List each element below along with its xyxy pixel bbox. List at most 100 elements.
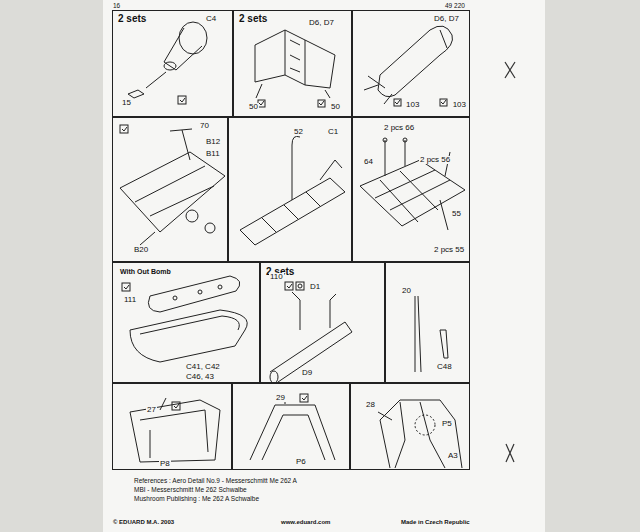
part-number: C1 bbox=[327, 128, 339, 136]
line-art bbox=[440, 99, 447, 106]
part-number: 52 bbox=[293, 128, 304, 136]
sheet-note: www.eduard.com bbox=[280, 519, 331, 525]
part-number: With Out Bomb bbox=[119, 268, 172, 275]
line-art bbox=[205, 223, 215, 233]
line-art bbox=[380, 400, 462, 468]
part-number: D1 bbox=[309, 283, 321, 291]
line-art bbox=[140, 316, 239, 334]
part-number: 110 bbox=[269, 273, 284, 281]
line-art bbox=[172, 402, 180, 410]
line-art bbox=[146, 72, 166, 88]
instruction-panel: 2 setsD6, D75050 bbox=[233, 10, 352, 117]
line-art bbox=[285, 30, 305, 85]
line-art bbox=[218, 285, 222, 289]
line-art bbox=[318, 100, 325, 107]
part-number: 27 bbox=[146, 406, 157, 414]
part-number: 64 bbox=[363, 158, 374, 166]
part-number: 29 bbox=[275, 394, 286, 402]
line-art bbox=[440, 330, 448, 358]
part-number: B20 bbox=[133, 246, 149, 254]
line-art bbox=[320, 160, 342, 180]
part-number: D6, D7 bbox=[433, 15, 460, 23]
part-number: P8 bbox=[159, 460, 171, 468]
part-number: A3 bbox=[447, 452, 459, 460]
line-art bbox=[164, 28, 202, 70]
line-art bbox=[287, 284, 292, 288]
sheet-note: 49 220 bbox=[444, 3, 466, 10]
part-number: 70 bbox=[199, 122, 210, 130]
line-art bbox=[415, 296, 421, 372]
sheet-note: 16 bbox=[112, 3, 121, 10]
line-art bbox=[394, 99, 401, 106]
line-art bbox=[395, 100, 400, 104]
part-number: 15 bbox=[121, 99, 132, 107]
line-art bbox=[178, 96, 186, 104]
instruction-panel: 2 sets C4 15 bbox=[112, 10, 233, 117]
line-art bbox=[285, 282, 293, 290]
instruction-panel: 29P6 bbox=[232, 383, 350, 470]
part-number: 103 bbox=[405, 101, 420, 109]
part-number: 111 bbox=[123, 296, 137, 304]
line-art bbox=[385, 140, 450, 230]
line-art bbox=[160, 398, 166, 410]
line-art bbox=[395, 402, 445, 468]
line-art bbox=[135, 166, 214, 216]
line-art bbox=[360, 160, 465, 226]
instruction-panel: With Out Bomb111C41, C42C46, 43 bbox=[112, 262, 260, 383]
instruction-panel: 28P5A3 bbox=[350, 383, 470, 470]
line-art bbox=[505, 62, 515, 78]
instruction-panel: 27P8 bbox=[112, 383, 232, 470]
line-art bbox=[375, 170, 450, 222]
line-art bbox=[270, 322, 352, 382]
line-art bbox=[300, 394, 308, 402]
line-art bbox=[122, 127, 127, 131]
line-art bbox=[148, 276, 239, 312]
line-art bbox=[170, 129, 192, 160]
line-art bbox=[250, 405, 335, 460]
instruction-panel: D6, D7103103 bbox=[352, 10, 470, 117]
line-art bbox=[258, 100, 265, 107]
part-number: D6, D7 bbox=[308, 19, 335, 27]
line-art bbox=[378, 412, 392, 420]
instruction-panel: 20C48 bbox=[385, 262, 470, 383]
sheet-note: Mushroom Publishing : Me 262 A Schwalbe bbox=[133, 496, 260, 503]
part-number: C48 bbox=[436, 363, 453, 371]
line-art bbox=[506, 444, 514, 462]
line-art bbox=[186, 210, 198, 222]
part-number: 28 bbox=[365, 401, 376, 409]
line-art bbox=[319, 101, 324, 105]
line-art bbox=[383, 138, 387, 142]
line-art bbox=[505, 62, 515, 462]
line-art bbox=[364, 76, 392, 104]
part-number: 2 pcs 66 bbox=[383, 124, 415, 132]
line-art bbox=[179, 22, 207, 54]
line-art bbox=[140, 232, 155, 245]
part-number: B12 bbox=[205, 138, 221, 146]
line-art bbox=[130, 400, 220, 462]
line-art bbox=[378, 26, 453, 97]
line-art bbox=[440, 30, 447, 48]
line-art bbox=[305, 40, 335, 88]
line-art bbox=[122, 283, 130, 291]
line-art bbox=[164, 62, 176, 70]
line-art bbox=[140, 410, 208, 458]
line-art bbox=[255, 30, 285, 82]
set-count: 2 sets bbox=[117, 14, 147, 24]
line-art bbox=[292, 292, 336, 330]
part-number: 55 bbox=[451, 210, 462, 218]
part-number: D9 bbox=[301, 369, 313, 377]
line-art bbox=[290, 40, 300, 72]
line-art bbox=[128, 90, 144, 98]
part-number: C4 bbox=[205, 15, 217, 23]
line-art bbox=[124, 285, 129, 289]
part-number: 50 bbox=[248, 103, 259, 111]
line-art bbox=[198, 290, 202, 294]
line-art bbox=[415, 415, 435, 435]
sheet-note: © EDUARD M.A. 2003 bbox=[112, 519, 175, 525]
part-number: P5 bbox=[441, 420, 453, 428]
part-number: C41, C42 bbox=[185, 363, 221, 371]
set-count: 2 sets bbox=[238, 14, 268, 24]
line-art bbox=[298, 284, 302, 288]
line-art bbox=[403, 138, 407, 142]
instruction-panel: 2 pcs 66642 pcs 56552 pcs 55 bbox=[352, 117, 470, 262]
